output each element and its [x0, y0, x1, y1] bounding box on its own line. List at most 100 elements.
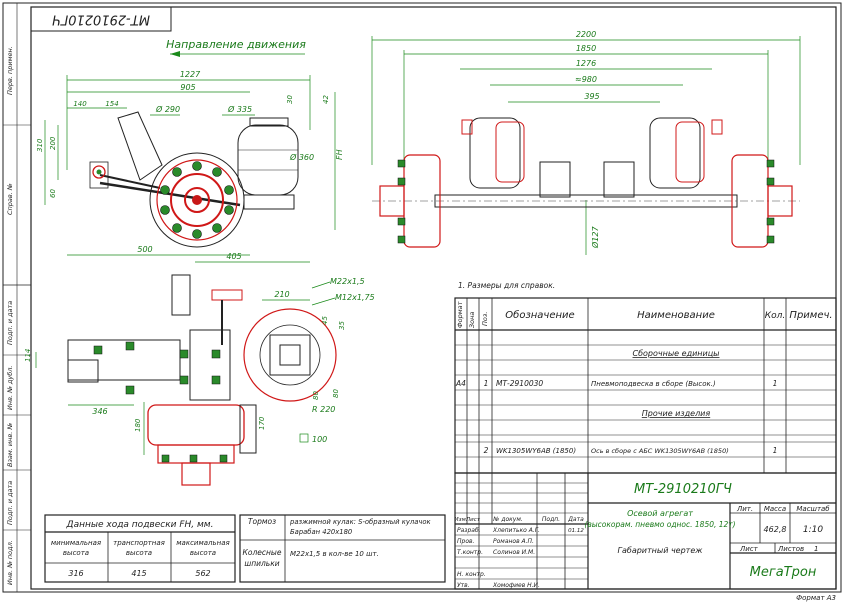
title-mass-value: 462,8 [764, 525, 787, 534]
spec-header-qty: Кол. [765, 311, 786, 321]
dim-45: 45 [321, 316, 329, 325]
dim-dia-335: Ø 335 [227, 104, 252, 114]
tb-name-5: Хомофиев Н.И. [492, 582, 540, 589]
title-col-lit: Лит. [736, 505, 753, 513]
tb-hdr-izm: Изм. [455, 517, 468, 523]
side-label-1: Справ. № [6, 183, 14, 215]
param-value-studs: M22x1,5 в кол-ве 10 шт. [290, 550, 379, 558]
dim-500: 500 [137, 245, 152, 254]
title-sheets-label: Листов [777, 545, 804, 553]
spec-row2-name: Ось в сборе с АБС WK1305WY6AB (1850) [591, 447, 729, 455]
title-doc-code: МТ-2910210ГЧ [634, 482, 732, 497]
dim-154: 154 [105, 100, 118, 108]
rotated-sheet-code: МТ-2910210ГЧ [52, 12, 150, 27]
tb-date-0: 01.12 [568, 528, 584, 534]
dim-dia-360: Ø 360 [289, 152, 314, 162]
tb-role-0: Разраб. [457, 527, 481, 534]
dim-r220: R 220 [312, 405, 335, 414]
dim-200: 200 [49, 136, 57, 150]
title-line1: Осевой агрегат [627, 509, 693, 518]
dim-114: 114 [24, 349, 32, 362]
drawing-note: 1. Размеры для справок. [458, 281, 555, 290]
travel-header-2: максимальная [176, 539, 229, 547]
sheet-format: Формат А3 [796, 594, 836, 602]
spec-row2-qty: 1 [773, 446, 778, 455]
detail-view: 114 346 180 210 M [24, 274, 375, 486]
spec-header-note: Примеч. [789, 310, 832, 321]
dim-395: 395 [584, 92, 599, 101]
param-value-brake-b: Барабан 420х180 [290, 528, 352, 536]
spec-header-zone: Зона [468, 312, 476, 328]
dim-180: 180 [134, 418, 142, 432]
dim-80a: 80 [312, 391, 320, 400]
title-scale-value: 1:10 [803, 525, 823, 535]
dim-1276: 1276 [576, 59, 596, 68]
title-block-header-row: Изм.Лист № докум. Подп. Дата [455, 516, 585, 523]
title-company: МегаТрон [750, 565, 817, 580]
tb-role-5: Утв. [457, 582, 470, 589]
param-label-brake: Тормоз [248, 517, 276, 526]
dim-dia-290: Ø 290 [155, 104, 180, 114]
tb-hdr-sign: Подп. [542, 516, 560, 523]
dim-30: 30 [286, 95, 294, 104]
dim-42: 42 [322, 95, 330, 104]
dim-60: 60 [49, 189, 57, 198]
title-col-scale: Масштаб [796, 505, 830, 513]
dim-980: ≈980 [575, 75, 597, 84]
movement-direction-label: Направление движения [166, 38, 306, 51]
tb-hdr-list: Лист [465, 517, 481, 523]
params-table [239, 514, 446, 583]
dim-140: 140 [73, 100, 87, 108]
dim-1227: 1227 [180, 70, 201, 79]
travel-header-2-b: высота [190, 549, 216, 557]
dim-346: 346 [92, 407, 107, 416]
param-label-studs: Колесные [243, 548, 282, 557]
travel-table [44, 514, 236, 583]
side-label-6: Инв. № подл. [6, 540, 14, 585]
title-col-mass: Масса [764, 505, 786, 513]
travel-table-cells: минимальнаявысота316транспортнаявысота41… [51, 539, 230, 578]
dim-fh: FH [335, 149, 344, 160]
dim-1850: 1850 [576, 44, 596, 53]
spec-row1-qty: 1 [773, 379, 778, 388]
side-label-5: Подп. и дата [6, 481, 14, 525]
spec-header-designation: Обозначение [505, 309, 574, 321]
spec-row1-name: Пневмоподвеска в сборе (Высок.) [591, 380, 716, 388]
travel-value-1: 415 [131, 569, 146, 578]
spec-row2-designation: WK1305WY6AB (1850) [496, 447, 576, 455]
travel-table-title: Данные хода подвески FH, мм. [66, 520, 214, 530]
dim-m12: M12x1,75 [335, 293, 375, 302]
spec-row2-pos: 2 [484, 446, 489, 455]
dim-310: 310 [36, 138, 44, 152]
title-subtitle: Габаритный чертеж [618, 546, 704, 555]
side-label-0: Перв. примен. [6, 46, 14, 95]
dim-2200: 2200 [576, 30, 596, 39]
outer-frame [2, 2, 842, 593]
tb-name-1: Романов А.П. [493, 538, 534, 545]
spec-section-assemblies: Сборочные единицы [633, 349, 720, 358]
title-block [454, 472, 837, 590]
spec-row1-pos: 1 [484, 379, 489, 388]
side-view: 1227 905 140 154 Ø 290 Ø 335 30 42 310 2… [36, 70, 344, 263]
dim-905: 905 [180, 83, 195, 92]
tb-name-2: Солинов И.М. [493, 549, 535, 556]
title-sheets-count: 1 [814, 545, 818, 553]
spec-header-format: Формат [456, 301, 464, 328]
side-label-3: Инв. № дубл. [6, 366, 14, 410]
dim-dia-127: Ø127 [590, 226, 600, 249]
tb-name-0: Хлепитько А.Г. [492, 527, 540, 534]
tb-role-2: Т.контр. [457, 549, 483, 556]
side-label-2: Подп. и дата [6, 301, 14, 345]
dim-80b: 80 [332, 389, 340, 398]
tb-role-1: Пров. [457, 538, 475, 545]
tb-hdr-doc: № докум. [492, 516, 523, 523]
dim-m22: M22x1,5 [330, 277, 365, 286]
front-view: 2200 1850 1276 ≈980 395 Ø127 [371, 30, 801, 255]
tb-role-4: Н. контр. [457, 571, 486, 578]
travel-value-2: 562 [195, 569, 210, 578]
tb-hdr-date: Дата [567, 516, 584, 523]
